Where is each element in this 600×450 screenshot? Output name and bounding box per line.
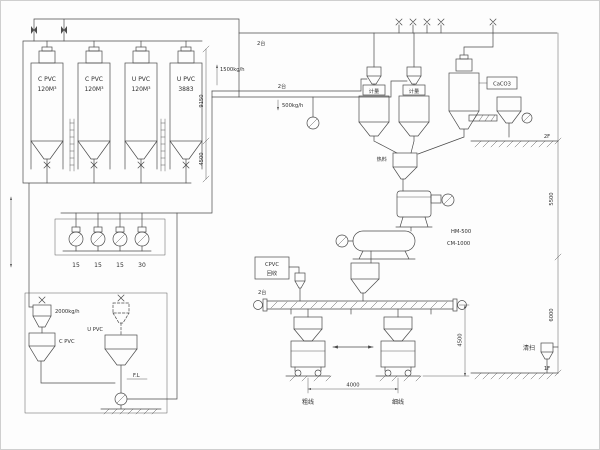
dim-packer-span-value: 4000 <box>346 383 359 389</box>
line-label-left: 粗线 <box>302 398 314 406</box>
packing-machine-left: 粗线 <box>285 316 332 406</box>
filler-label: CaCO3 <box>493 82 511 88</box>
silo-4-width-dim: 3883 <box>178 86 193 93</box>
filler-silo: CaCO3 <box>417 54 518 155</box>
units-count-mid: 2台 <box>278 82 287 90</box>
cleaner-unit: 清扫 <box>523 342 559 374</box>
units-count-top: 2台 <box>257 39 266 47</box>
hot-mixer-tag: HM-500 <box>451 229 471 235</box>
silo-4: U PVC 3883 <box>169 40 203 184</box>
silo-3-capacity: 120M³ <box>131 86 151 93</box>
bag-filter-icon <box>32 296 52 334</box>
wheel-icon <box>404 369 412 377</box>
silo-3: U PVC 120M³ <box>124 40 158 184</box>
wheel-icon <box>384 369 392 377</box>
material-cpvc-label: C PVC <box>59 339 75 345</box>
pump-1-power: 15 <box>72 262 80 269</box>
screw-motor-left-icon <box>253 300 263 310</box>
pump-3: 15 <box>112 212 128 269</box>
floor-level-label: F.L <box>133 373 140 379</box>
silo-1-capacity: 120M³ <box>37 86 57 93</box>
silo-3-material: U PVC <box>132 76 150 83</box>
dim-packer-height: 4500 <box>422 304 470 377</box>
wheel-icon <box>294 369 302 377</box>
flow-rate-1500: 1500kg/h <box>220 67 245 73</box>
day-bin-1: 计量 <box>358 66 398 154</box>
floor-2f-label: 2F <box>544 134 550 140</box>
flow-rate-500: 500kg/h <box>282 103 303 109</box>
hot-mixer-motor-icon <box>441 193 455 207</box>
silo-1-material: C PVC <box>38 76 56 83</box>
recovery-unit: 2000kg/h C PVC U PVC F.L <box>24 212 178 415</box>
material-upvc-label: U PVC <box>87 327 103 333</box>
day-bins: 计量 计量 <box>358 66 430 154</box>
dim-silo-height-value: 9150 <box>199 94 205 107</box>
cleaner-label: 清扫 <box>523 344 535 352</box>
future-hopper-dashed <box>112 294 130 336</box>
wheel-icon <box>314 369 322 377</box>
screw-conveyor <box>253 298 467 318</box>
cooling-mixer: CM-1000 <box>335 230 470 264</box>
pump-3-power: 15 <box>116 262 124 269</box>
pump-1: 15 <box>68 212 84 269</box>
feeder-motor-icon <box>521 112 533 124</box>
dim-silo-lower-value: 4500 <box>199 152 205 165</box>
flow-rate-2000: 2000kg/h <box>55 309 80 315</box>
ladder-icon <box>69 118 166 172</box>
pump-station: 15 15 15 30 <box>54 90 213 269</box>
silo-farm: C PVC 120M³ C PVC 120M³ U PVC 120M³ <box>22 40 210 308</box>
floor-2f: 2F <box>470 134 559 148</box>
dim-silo-height: 9150 4500 <box>199 45 210 183</box>
silo-2-material: C PVC <box>85 76 103 83</box>
line-label-right: 细线 <box>392 398 404 406</box>
hot-mixer: HM-500 <box>395 190 471 235</box>
pump-2-power: 15 <box>94 262 102 269</box>
day-bin-2: 计量 <box>398 66 430 154</box>
units-count-screw: 2台 <box>258 288 267 296</box>
dim-packer-height-value: 4500 <box>458 333 464 346</box>
feeder-unit <box>468 96 533 138</box>
pump-4-power: 30 <box>138 262 146 269</box>
valve-icon <box>31 26 67 34</box>
silo-4-material: U PVC <box>177 76 195 83</box>
recovery-station-line2: 回收 <box>267 269 277 277</box>
scale-1-label: 计量 <box>369 87 379 95</box>
silo-1: C PVC 120M³ <box>30 40 64 184</box>
recovery-station-line1: CPVC <box>265 262 279 268</box>
scale-2-label: 计量 <box>409 87 419 95</box>
drop-hopper <box>350 262 380 302</box>
weigh-hopper: 热料 <box>377 152 418 192</box>
vent-filter-icon <box>395 18 497 34</box>
dim-right-levels: 5500 6000 <box>549 32 562 377</box>
top-supply-line <box>31 18 558 98</box>
packing-machine-right: 细线 <box>375 316 422 406</box>
recovery-station: CPVC 回收 2台 <box>254 256 306 302</box>
diverter-blower-icon <box>306 116 320 130</box>
pump-2: 15 <box>90 212 106 269</box>
dim-level-upper-value: 5500 <box>549 192 555 205</box>
cooling-mixer-tag: CM-1000 <box>447 241 470 247</box>
silo-2-capacity: 120M³ <box>84 86 104 93</box>
hot-feed-label: 热料 <box>377 155 387 163</box>
floor-1f: 1F <box>470 366 559 380</box>
dim-level-lower-value: 6000 <box>549 308 555 321</box>
dim-packer-span: 4000 <box>307 377 399 394</box>
transfer-pipes: 1500kg/h 2台 2台 500kg/h <box>211 39 408 130</box>
pump-4: 30 <box>134 212 150 269</box>
silo-2: C PVC 120M³ <box>77 40 111 184</box>
